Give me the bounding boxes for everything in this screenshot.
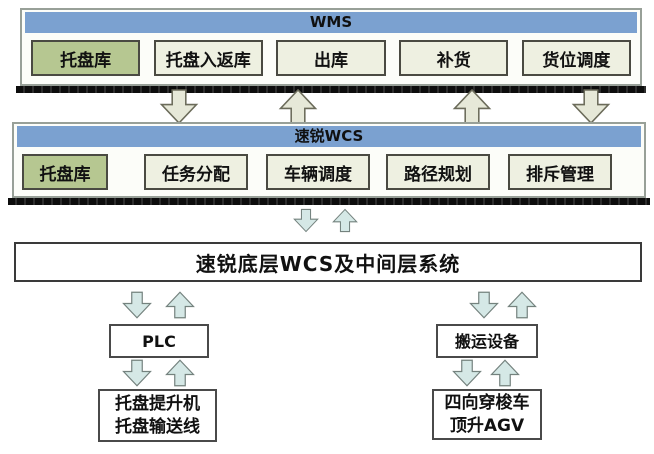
shuttle-device-line-1: 四向穿梭车 [444, 392, 530, 413]
down-arrow-icon [571, 89, 611, 124]
up-arrow-icon [452, 89, 492, 124]
down-arrow-icon [122, 291, 152, 319]
up-arrow-icon [332, 208, 358, 233]
shuttle-device-line-2: 顶升AGV [449, 415, 525, 436]
pallet-device-line-2: 托盘输送线 [115, 416, 200, 437]
up-arrow-icon [507, 291, 537, 319]
pallet-devices-box: 托盘提升机 托盘输送线 [98, 389, 217, 442]
down-arrow-icon [293, 208, 319, 233]
module-outbound: 出库 [276, 40, 386, 76]
wms-panel: WMS 托盘库 托盘入返库 出库 补货 货位调度 [16, 8, 646, 93]
wms-header: WMS [25, 12, 637, 33]
module-vehicle-scheduling: 车辆调度 [266, 154, 370, 190]
module-replenishment: 补货 [399, 40, 509, 76]
up-arrow-icon [165, 359, 195, 387]
wcs-panel: 速锐WCS 托盘库 任务分配 车辆调度 路径规划 排斥管理 [8, 122, 650, 205]
module-tray-warehouse-wcs: 托盘库 [22, 154, 108, 190]
up-arrow-icon [165, 291, 195, 319]
up-arrow-icon [490, 359, 520, 387]
wcs-header: 速锐WCS [17, 126, 641, 147]
wcs-module-row: 托盘库 任务分配 车辆调度 路径规划 排斥管理 [14, 154, 644, 190]
pallet-device-line-1: 托盘提升机 [115, 393, 200, 414]
handling-equipment-label: 搬运设备 [454, 331, 519, 351]
module-tray-warehouse: 托盘库 [31, 40, 141, 76]
module-tray-inbound-return: 托盘入返库 [153, 40, 263, 76]
plc-box: PLC [109, 324, 209, 358]
middleware-bar: 速锐底层WCS及中间层系统 [14, 242, 642, 282]
down-arrow-icon [469, 291, 499, 319]
wms-module-row: 托盘库 托盘入返库 出库 补货 货位调度 [22, 40, 640, 76]
shuttle-devices-box: 四向穿梭车 顶升AGV [432, 389, 542, 440]
module-task-allocation: 任务分配 [144, 154, 248, 190]
down-arrow-icon [452, 359, 482, 387]
module-path-planning: 路径规划 [386, 154, 490, 190]
handling-equipment-box: 搬运设备 [436, 324, 538, 358]
down-arrow-icon [122, 359, 152, 387]
up-arrow-icon [278, 89, 318, 124]
plc-label: PLC [142, 331, 176, 351]
module-exclusion-management: 排斥管理 [508, 154, 612, 190]
module-slot-scheduling: 货位调度 [521, 40, 632, 76]
down-arrow-icon [159, 89, 199, 124]
